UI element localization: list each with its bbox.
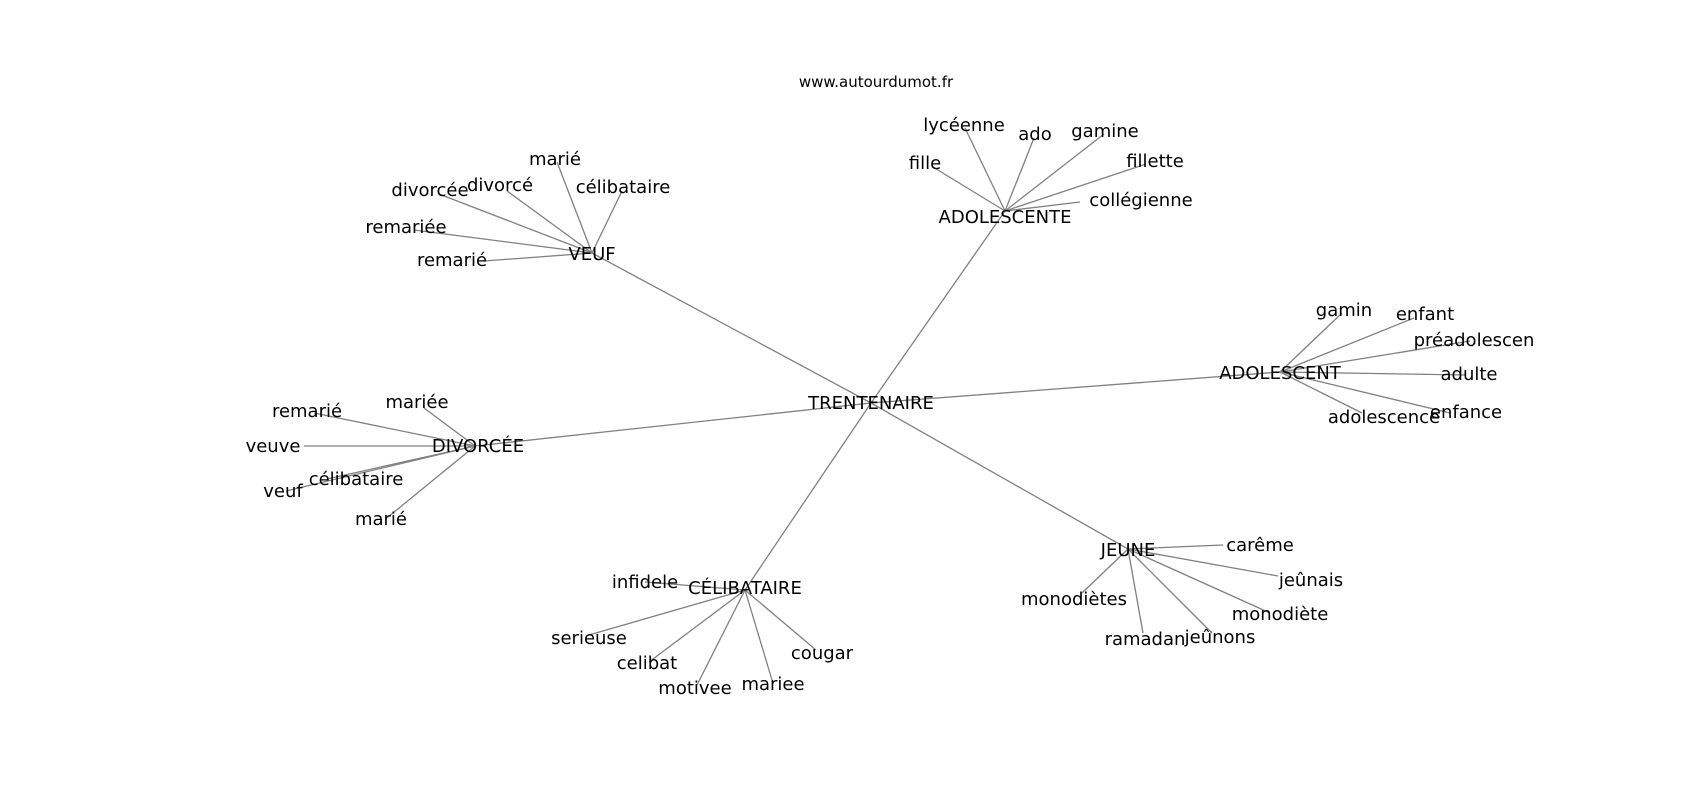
leaf-node-label[interactable]: divorcée: [391, 180, 468, 201]
edge-jeune-leaf-1: [1127, 548, 1279, 577]
leaf-node-label[interactable]: gamine: [1071, 121, 1138, 142]
edge-center-to-divorc-e: [474, 402, 872, 447]
edge-adolescent-leaf-5: [1279, 371, 1451, 414]
labels-layer: www.autourdumot.fr TRENTENAIRE VEUF marié…: [246, 73, 1535, 699]
hub-node-label-adolescente[interactable]: ADOLESCENTE: [939, 207, 1072, 228]
leaf-node-label[interactable]: adolescence: [1328, 407, 1440, 428]
edge-divorc-e-leaf-0: [423, 407, 476, 447]
edge-divorc-e-leaf-1: [313, 412, 476, 447]
leaf-node-label[interactable]: enfant: [1396, 304, 1454, 325]
hub-node-label-jeune[interactable]: JEUNE: [1100, 540, 1156, 561]
edge-jeune-leaf-5: [1127, 548, 1144, 634]
edge-adolescente-leaf-4: [1004, 163, 1147, 212]
edge-veuf-leaf-4: [413, 229, 593, 254]
hub-node-label-veuf[interactable]: VEUF: [568, 244, 615, 265]
edge-c-libataire-leaf-0: [644, 581, 746, 591]
edge-center-to-veuf: [591, 252, 872, 404]
edge-adolescente-leaf-2: [1004, 133, 1105, 212]
edge-center-to-jeune: [870, 402, 1129, 550]
edge-veuf-leaf-2: [591, 190, 623, 254]
leaf-node-label[interactable]: fillette: [1126, 151, 1184, 172]
edge-adolescent-leaf-2: [1279, 340, 1471, 373]
center-node-label[interactable]: TRENTENAIRE: [807, 393, 934, 414]
leaf-node-label[interactable]: cougar: [791, 643, 854, 664]
leaf-node-label[interactable]: motivee: [658, 678, 731, 699]
edge-c-libataire-leaf-5: [744, 589, 773, 681]
edge-jeune-leaf-0: [1127, 544, 1224, 550]
leaf-node-label[interactable]: remarié: [417, 250, 487, 271]
leaf-node-label[interactable]: marié: [355, 509, 407, 530]
leaf-node-label[interactable]: carême: [1226, 535, 1294, 556]
leaf-node-label[interactable]: veuf: [263, 481, 303, 502]
edge-adolescent-leaf-1: [1279, 317, 1415, 373]
leaf-node-label[interactable]: serieuse: [551, 628, 627, 649]
leaf-node-label[interactable]: monodiètes: [1021, 589, 1127, 610]
leaf-node-label[interactable]: préadolescen: [1414, 330, 1535, 351]
leaf-node-label[interactable]: remarié: [272, 401, 342, 422]
edge-veuf-leaf-5: [483, 252, 593, 262]
edge-divorc-e-leaf-5: [387, 445, 476, 518]
edge-adolescente-leaf-1: [1004, 137, 1035, 212]
leaf-node-label[interactable]: ado: [1018, 124, 1051, 145]
leaf-node-label[interactable]: gamin: [1316, 300, 1372, 321]
hub-node-label-divorc-e[interactable]: DIVORCÉE: [432, 435, 524, 457]
edge-jeune-leaf-4: [1127, 548, 1213, 634]
edge-divorc-e-leaf-4: [285, 445, 476, 492]
leaf-node-label[interactable]: enfance: [1430, 402, 1502, 423]
hub-node-label-adolescent[interactable]: ADOLESCENT: [1219, 363, 1342, 384]
edge-veuf-leaf-3: [438, 193, 593, 254]
edge-adolescent-leaf-3: [1279, 371, 1467, 376]
edge-c-libataire-leaf-2: [648, 589, 746, 663]
edge-center-to-adolescent: [870, 371, 1281, 404]
leaf-node-label[interactable]: monodiète: [1232, 604, 1329, 625]
site-watermark: www.autourdumot.fr: [799, 73, 954, 91]
edge-adolescente-leaf-0: [964, 127, 1006, 212]
leaf-node-label[interactable]: infidele: [612, 572, 678, 593]
leaf-node-label[interactable]: célibataire: [576, 177, 671, 198]
leaf-node-label[interactable]: jeûnons: [1184, 627, 1256, 648]
edge-adolescent-leaf-4: [1279, 371, 1363, 414]
leaf-node-label[interactable]: fille: [909, 153, 941, 174]
leaf-node-label[interactable]: remariée: [365, 217, 446, 238]
leaf-node-label[interactable]: jeûnais: [1278, 570, 1343, 591]
edge-center-to-c-libataire: [744, 402, 872, 591]
edge-veuf-leaf-0: [556, 161, 593, 254]
leaf-node-label[interactable]: mariee: [741, 674, 804, 695]
leaf-node-label[interactable]: célibataire: [309, 469, 404, 490]
edge-c-libataire-leaf-3: [744, 589, 817, 651]
edges-layer: [285, 127, 1471, 686]
leaf-node-label[interactable]: veuve: [246, 436, 301, 457]
edge-c-libataire-leaf-4: [696, 589, 746, 686]
leaf-node-label[interactable]: collégienne: [1089, 190, 1192, 211]
edge-veuf-leaf-1: [506, 190, 593, 254]
edge-adolescent-leaf-0: [1279, 312, 1343, 373]
leaf-node-label[interactable]: celibat: [617, 653, 678, 674]
leaf-node-label[interactable]: lycéenne: [923, 115, 1005, 136]
leaf-node-label[interactable]: divorcé: [467, 175, 533, 196]
edge-c-libataire-leaf-1: [588, 589, 746, 636]
leaf-node-label[interactable]: ramadan: [1105, 629, 1186, 650]
leaf-node-label[interactable]: adulte: [1441, 364, 1498, 385]
leaf-node-label[interactable]: mariée: [385, 392, 448, 413]
edge-center-to-adolescente: [870, 210, 1006, 404]
edge-jeune-leaf-3: [1127, 548, 1271, 614]
edge-adolescente-leaf-5: [1004, 201, 1081, 212]
hub-node-label-c-libataire[interactable]: CÉLIBATAIRE: [688, 577, 802, 599]
edge-adolescente-leaf-3: [932, 166, 1006, 212]
edge-jeune-leaf-2: [1081, 548, 1129, 594]
leaf-node-label[interactable]: marié: [529, 149, 581, 170]
